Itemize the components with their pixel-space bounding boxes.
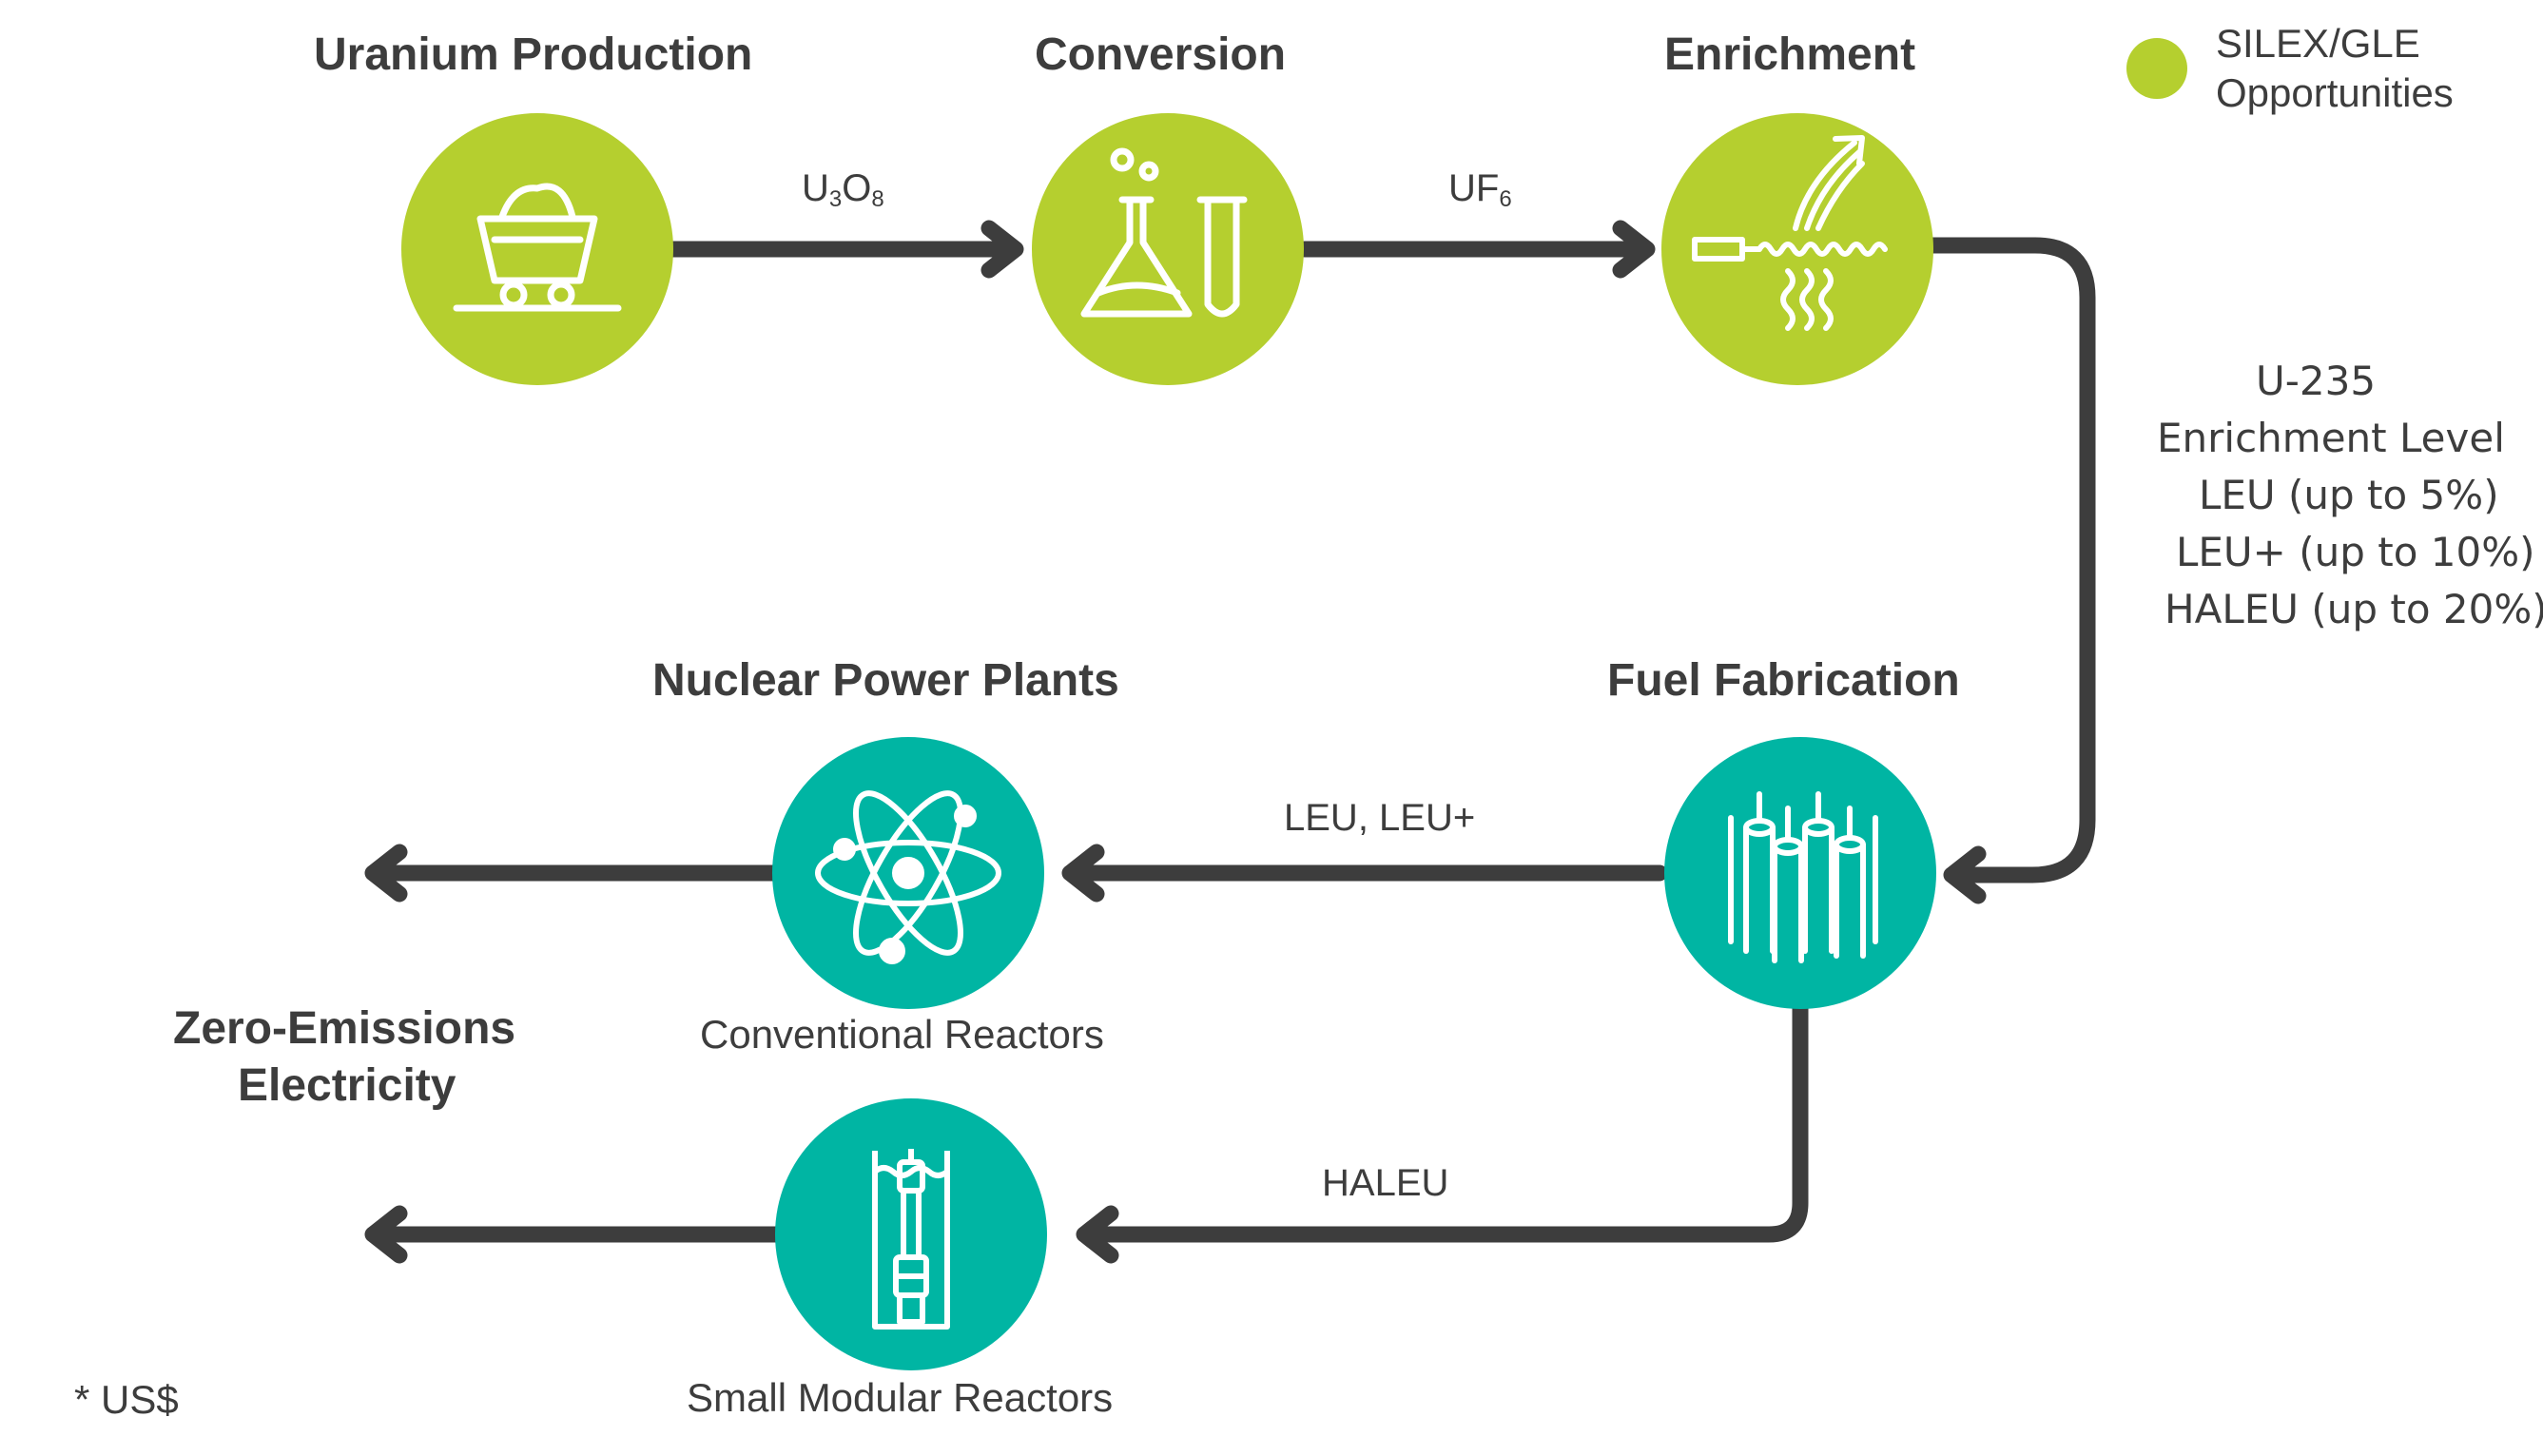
- output-label-line-1: Zero-Emissions: [173, 1003, 516, 1054]
- enrichment-node: [1661, 113, 1933, 385]
- atom-icon: [815, 790, 1001, 964]
- flow-label-leu: LEU, LEU+: [1284, 797, 1476, 839]
- footnote: * US$: [74, 1377, 179, 1422]
- output-label-line-2: Electricity: [238, 1060, 456, 1111]
- flow-label-u3o8: U3O8: [802, 167, 884, 212]
- legend-label-line-1: SILEX/GLE: [2216, 21, 2420, 66]
- arrow-npp-output: [364, 844, 781, 903]
- fuel-fabrication-node: [1664, 737, 1936, 1009]
- stage-title-fuel-fabrication: Fuel Fabrication: [1607, 655, 1960, 706]
- lab-glassware-icon: [1080, 147, 1248, 318]
- caption-small-modular-reactors: Small Modular Reactors: [687, 1375, 1114, 1420]
- enrichment-level-line-3: LEU (up to 5%): [2199, 472, 2499, 518]
- enrichment-level-line-1: U-235: [2256, 358, 2377, 404]
- conversion-node: [1032, 113, 1304, 385]
- reactor-module-icon: [872, 1149, 950, 1330]
- laser-icon: [1692, 135, 1888, 331]
- caption-conventional-reactors: Conventional Reactors: [700, 1012, 1104, 1057]
- flow-label-haleu: HALEU: [1322, 1162, 1449, 1204]
- arrow-enrichment-to-fabrication: [1922, 237, 2096, 904]
- stage-title-uranium-production: Uranium Production: [314, 29, 753, 80]
- small-modular-reactors-node: [775, 1098, 1047, 1370]
- arrow-uf6: [1296, 220, 1656, 279]
- enrichment-level-line-4: LEU+ (up to 10%): [2176, 529, 2535, 575]
- arrow-haleu: [1076, 995, 1809, 1264]
- enrichment-level-line-2: Enrichment Level: [2157, 415, 2505, 461]
- mine-cart-icon: [453, 183, 622, 312]
- enrichment-level-line-5: HALEU (up to 20%): [2164, 586, 2543, 632]
- nuclear-power-plants-node: [772, 737, 1044, 1009]
- flow-label-uf6: UF6: [1448, 167, 1512, 212]
- legend-dot: [2126, 38, 2187, 99]
- fuel-rods-icon: [1728, 791, 1878, 963]
- stage-title-enrichment: Enrichment: [1664, 29, 1916, 80]
- uranium-production-node: [401, 113, 673, 385]
- arrow-leu: [1061, 844, 1668, 903]
- legend-label-line-2: Opportunities: [2216, 70, 2454, 115]
- stage-title-conversion: Conversion: [1035, 29, 1287, 80]
- stage-title-nuclear-power-plants: Nuclear Power Plants: [652, 655, 1119, 706]
- arrow-u3o8: [662, 220, 1024, 279]
- arrow-smr-output: [364, 1205, 784, 1264]
